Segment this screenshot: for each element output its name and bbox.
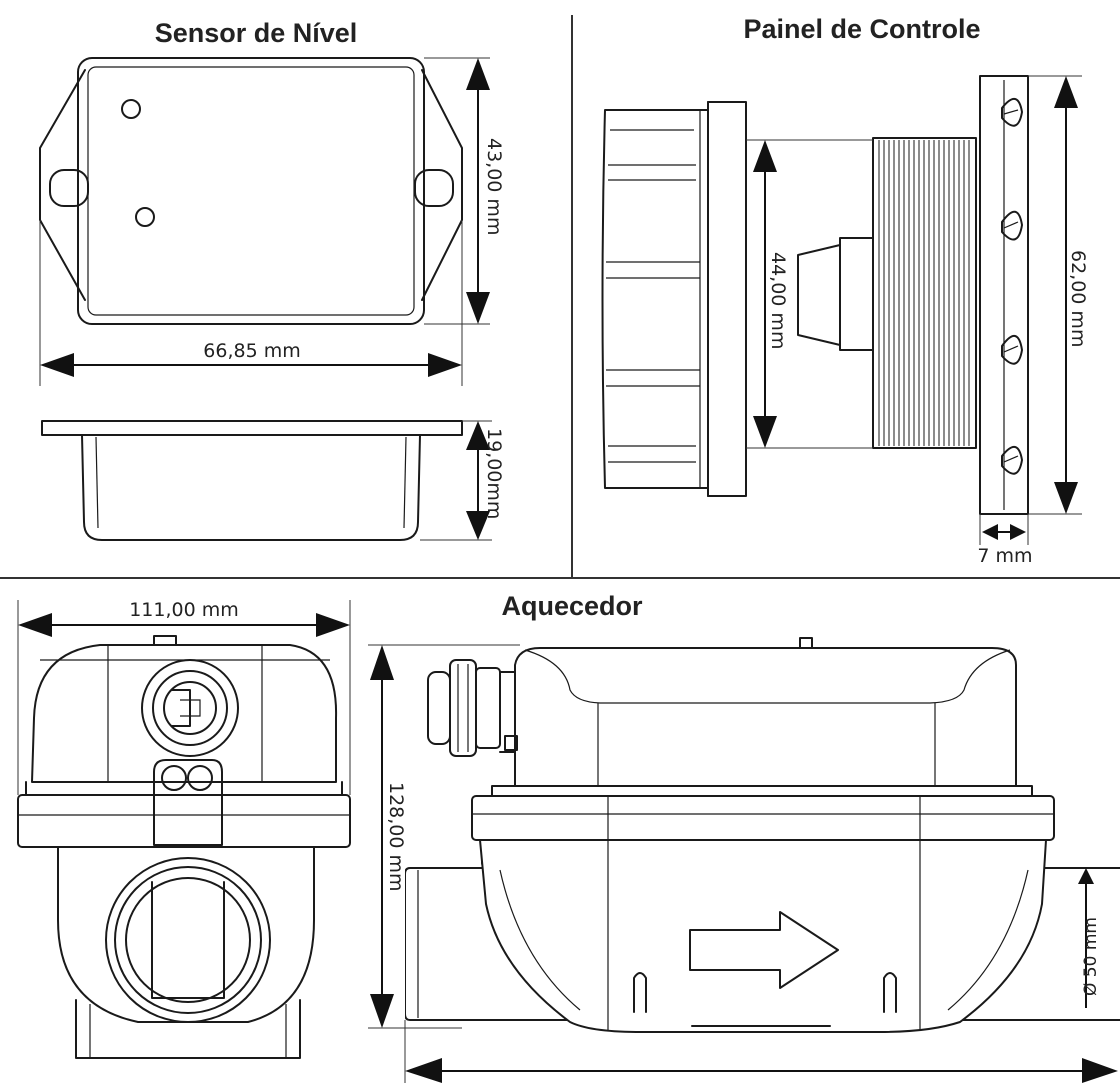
heater-height-dimension: 128,00 mm [368, 644, 520, 1029]
mount-hole-icon [121, 99, 141, 119]
flow-direction-arrow-icon [689, 911, 839, 989]
heater-width-label: 111,00 mm [129, 599, 239, 621]
sensor-height-dimension: 43,00 mm [424, 57, 505, 325]
sensor-width-label: 66,85 mm [203, 340, 300, 362]
sensor-top-view [39, 57, 463, 325]
panel-title: Painel de Controle [743, 14, 980, 44]
sensor-title: Sensor de Nível [155, 18, 358, 48]
panel-front-plate [979, 75, 1029, 515]
heater-title: Aquecedor [501, 591, 643, 621]
panel-knob-body [601, 101, 977, 497]
panel-outer-label: 62,00 mm [1067, 250, 1089, 347]
mount-hole-icon [135, 207, 155, 227]
panel-thickness-dimension: 7 mm [977, 514, 1033, 567]
sensor-side-view [41, 420, 463, 541]
panel-thickness-label: 7 mm [977, 545, 1032, 567]
sensor-section: Sensor de Nível 43,00 mm [39, 18, 505, 541]
sensor-height-label: 43,00 mm [483, 138, 505, 235]
svg-text:Ø 50 mm: Ø 50 mm [1081, 917, 1101, 996]
panel-inner-dimension: 44,00 mm [746, 139, 873, 449]
heater-front-view [17, 635, 351, 1059]
heater-width-dimension: 111,00 mm [17, 599, 351, 795]
indicator-led-icon [1001, 210, 1023, 241]
section-dividers [0, 15, 1120, 579]
sensor-depth-dimension: 19,00mm [420, 420, 505, 541]
indicator-led-icon [1001, 98, 1023, 127]
heater-side-view [405, 637, 1120, 1033]
panel-outer-dimension: 62,00 mm [1028, 75, 1089, 515]
indicator-led-icon [1001, 446, 1023, 475]
thread-lines [878, 140, 970, 446]
sensor-depth-label: 19,00mm [483, 428, 505, 519]
panel-section: Painel de Controle [601, 14, 1089, 567]
indicator-led-icon [1001, 335, 1023, 365]
sensor-width-dimension: 66,85 mm [39, 220, 463, 386]
panel-inner-label: 44,00 mm [767, 252, 789, 349]
heater-pipe-dimension: Ø 50 mm [1078, 868, 1101, 1008]
heater-length-dimension [404, 1020, 1118, 1083]
cable-gland-icon [427, 659, 518, 757]
heater-section: Aquecedor [17, 591, 1120, 1083]
heater-height-label: 128,00 mm [385, 782, 407, 892]
